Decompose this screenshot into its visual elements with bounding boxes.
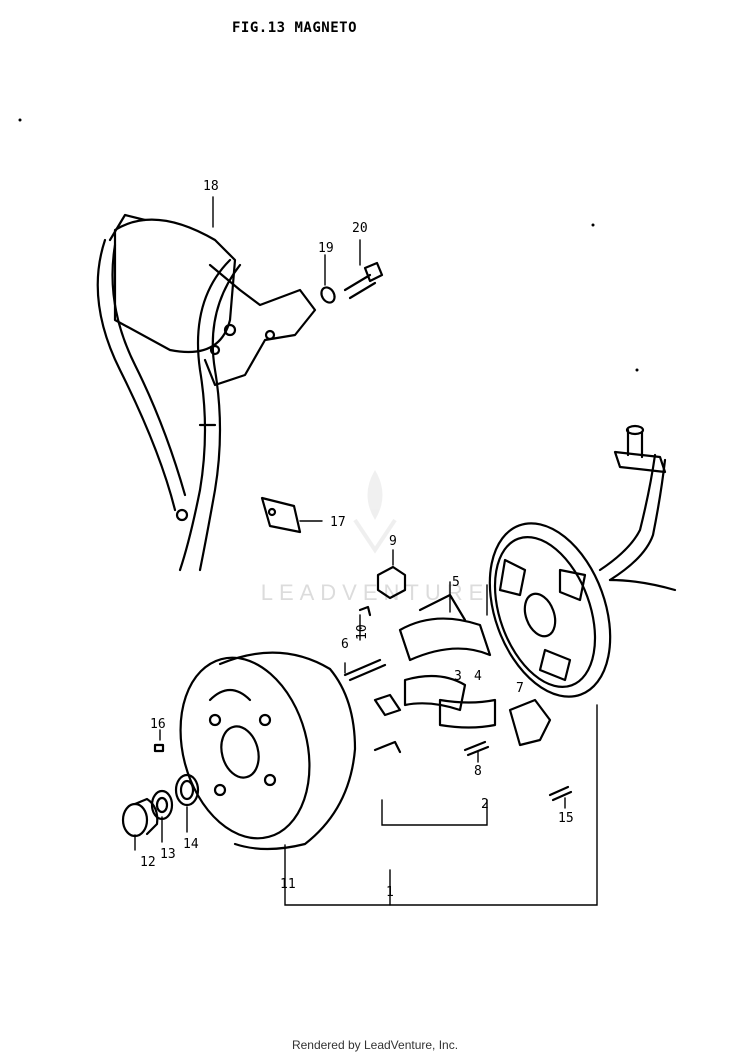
callout-4: 4 bbox=[474, 669, 482, 684]
callout-15: 15 bbox=[558, 811, 574, 826]
callout-12: 12 bbox=[140, 855, 156, 870]
stator-coils bbox=[373, 593, 497, 729]
stator-plate bbox=[488, 424, 677, 698]
callout-19: 19 bbox=[318, 241, 334, 256]
washer-14 bbox=[174, 773, 200, 807]
bracket-7 bbox=[508, 698, 552, 747]
screw-side bbox=[373, 740, 402, 754]
washer-19 bbox=[320, 286, 336, 304]
figure-title: FIG.13 MAGNETO bbox=[232, 20, 358, 36]
bolt-20 bbox=[343, 261, 384, 300]
callout-11: 11 bbox=[280, 877, 296, 892]
ignition-coil-18 bbox=[96, 213, 317, 572]
callout-10: 10 bbox=[355, 624, 370, 640]
callout-17: 17 bbox=[330, 515, 346, 530]
callout-6: 6 bbox=[341, 637, 349, 652]
callout-16: 16 bbox=[150, 717, 166, 732]
lock-washer-13 bbox=[150, 789, 174, 821]
clip-17 bbox=[260, 496, 302, 534]
watermark-logo bbox=[353, 470, 397, 554]
callout-3: 3 bbox=[454, 669, 462, 684]
screw-8 bbox=[463, 740, 490, 757]
callout-20: 20 bbox=[352, 221, 368, 236]
condenser-9 bbox=[376, 565, 407, 600]
screw-10 bbox=[358, 605, 372, 617]
print-specks bbox=[18, 118, 639, 372]
callout-9: 9 bbox=[389, 534, 397, 549]
callout-13: 13 bbox=[160, 847, 176, 862]
leader-lines bbox=[134, 196, 598, 906]
callout-8: 8 bbox=[474, 764, 482, 779]
callout-1: 1 bbox=[386, 885, 394, 900]
callout-7: 7 bbox=[516, 681, 524, 696]
screw-6 bbox=[343, 658, 387, 682]
key-16 bbox=[153, 743, 165, 753]
callout-14: 14 bbox=[183, 837, 199, 852]
footer-credit: Rendered by LeadVenture, Inc. bbox=[291, 1038, 459, 1052]
callout-18: 18 bbox=[203, 179, 219, 194]
screw-15 bbox=[548, 785, 573, 802]
callout-labels: 1 2 3 4 5 6 7 8 9 10 11 12 13 14 15 16 1… bbox=[140, 179, 574, 900]
callout-2: 2 bbox=[481, 797, 489, 812]
flywheel-11 bbox=[179, 651, 357, 851]
callout-5: 5 bbox=[452, 575, 460, 590]
